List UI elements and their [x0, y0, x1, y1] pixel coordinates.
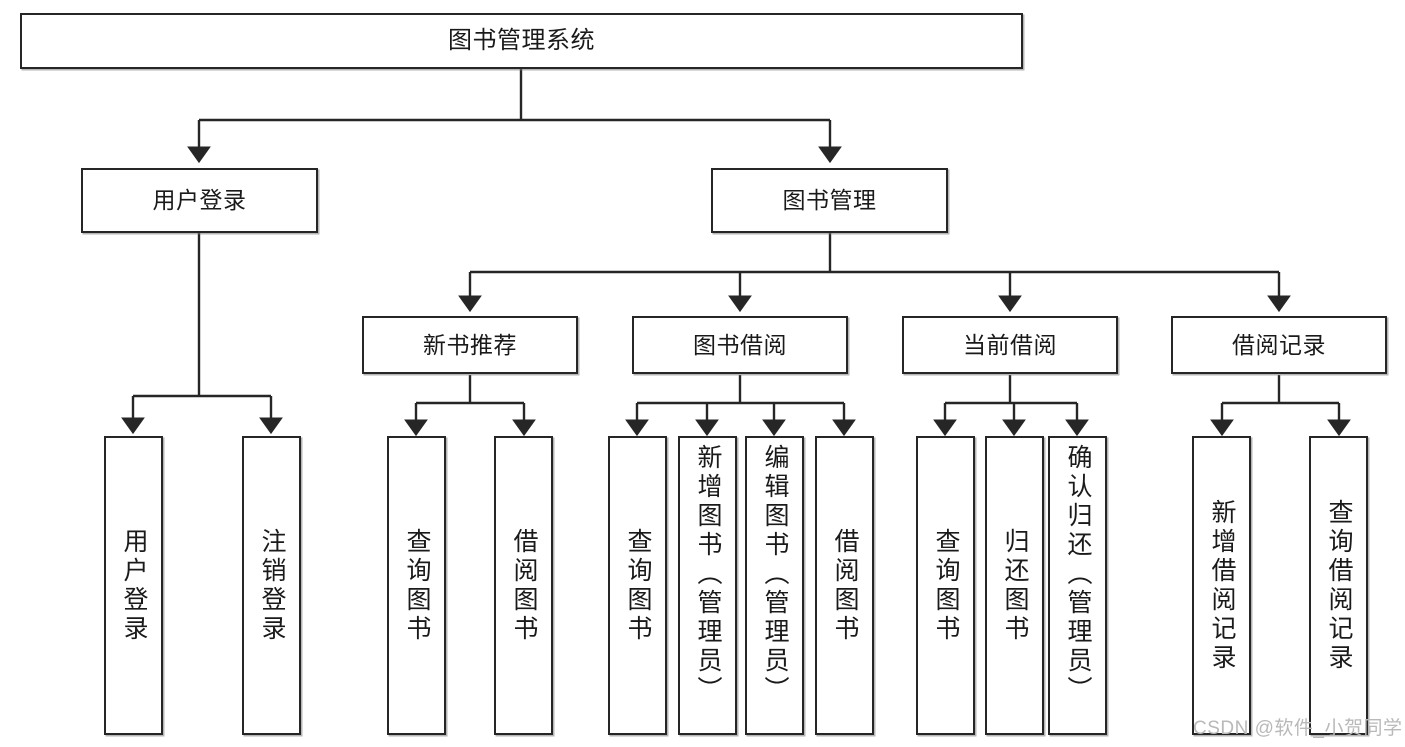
node-current-borrow[interactable]: 当前借阅 — [902, 316, 1118, 374]
node-label: 新增借阅记录 — [1208, 498, 1236, 673]
node-label: 借阅记录 — [1232, 331, 1326, 358]
node-label: 编辑图书（管理员） — [761, 444, 789, 705]
leaf-current-confirm-return-admin[interactable]: 确认归还（管理员） — [1048, 436, 1107, 735]
node-label: 查询图书 — [403, 527, 431, 644]
node-label: 用户登录 — [120, 527, 148, 644]
node-label: 确认归还（管理员） — [1064, 444, 1092, 705]
node-label: 借阅图书 — [510, 527, 538, 644]
node-label: 图书管理系统 — [448, 27, 595, 55]
leaf-user-login-login[interactable]: 用户登录 — [104, 436, 163, 735]
node-label: 当前借阅 — [963, 331, 1057, 358]
leaf-current-return-book[interactable]: 归还图书 — [985, 436, 1044, 735]
node-label: 用户登录 — [152, 187, 247, 214]
node-label: 查询图书 — [624, 527, 652, 644]
node-label: 图书管理 — [782, 187, 877, 214]
node-label: 新书推荐 — [423, 331, 517, 358]
leaf-new-books-borrow[interactable]: 借阅图书 — [494, 436, 553, 735]
node-root-system[interactable]: 图书管理系统 — [20, 13, 1023, 69]
leaf-borrow-edit-book-admin[interactable]: 编辑图书（管理员） — [745, 436, 804, 735]
node-book-borrow[interactable]: 图书借阅 — [632, 316, 848, 374]
node-label: 归还图书 — [1001, 527, 1029, 644]
leaf-borrow-query-book[interactable]: 查询图书 — [608, 436, 667, 735]
node-label: 注销登录 — [258, 527, 286, 644]
node-label: 查询借阅记录 — [1325, 498, 1353, 673]
leaf-records-add-record[interactable]: 新增借阅记录 — [1192, 436, 1251, 735]
node-book-management[interactable]: 图书管理 — [711, 168, 948, 233]
node-label: 查询图书 — [932, 527, 960, 644]
node-new-book-recommend[interactable]: 新书推荐 — [362, 316, 578, 374]
leaf-current-query-book[interactable]: 查询图书 — [916, 436, 975, 735]
node-label: 借阅图书 — [831, 527, 859, 644]
node-borrow-records[interactable]: 借阅记录 — [1171, 316, 1387, 374]
leaf-borrow-borrow-book[interactable]: 借阅图书 — [815, 436, 874, 735]
node-user-login[interactable]: 用户登录 — [81, 168, 318, 233]
leaf-records-query-record[interactable]: 查询借阅记录 — [1309, 436, 1368, 735]
node-label: 图书借阅 — [693, 331, 787, 358]
leaf-borrow-add-book-admin[interactable]: 新增图书（管理员） — [678, 436, 737, 735]
leaf-new-books-query[interactable]: 查询图书 — [387, 436, 446, 735]
node-label: 新增图书（管理员） — [694, 444, 722, 705]
leaf-user-login-logout[interactable]: 注销登录 — [242, 436, 301, 735]
